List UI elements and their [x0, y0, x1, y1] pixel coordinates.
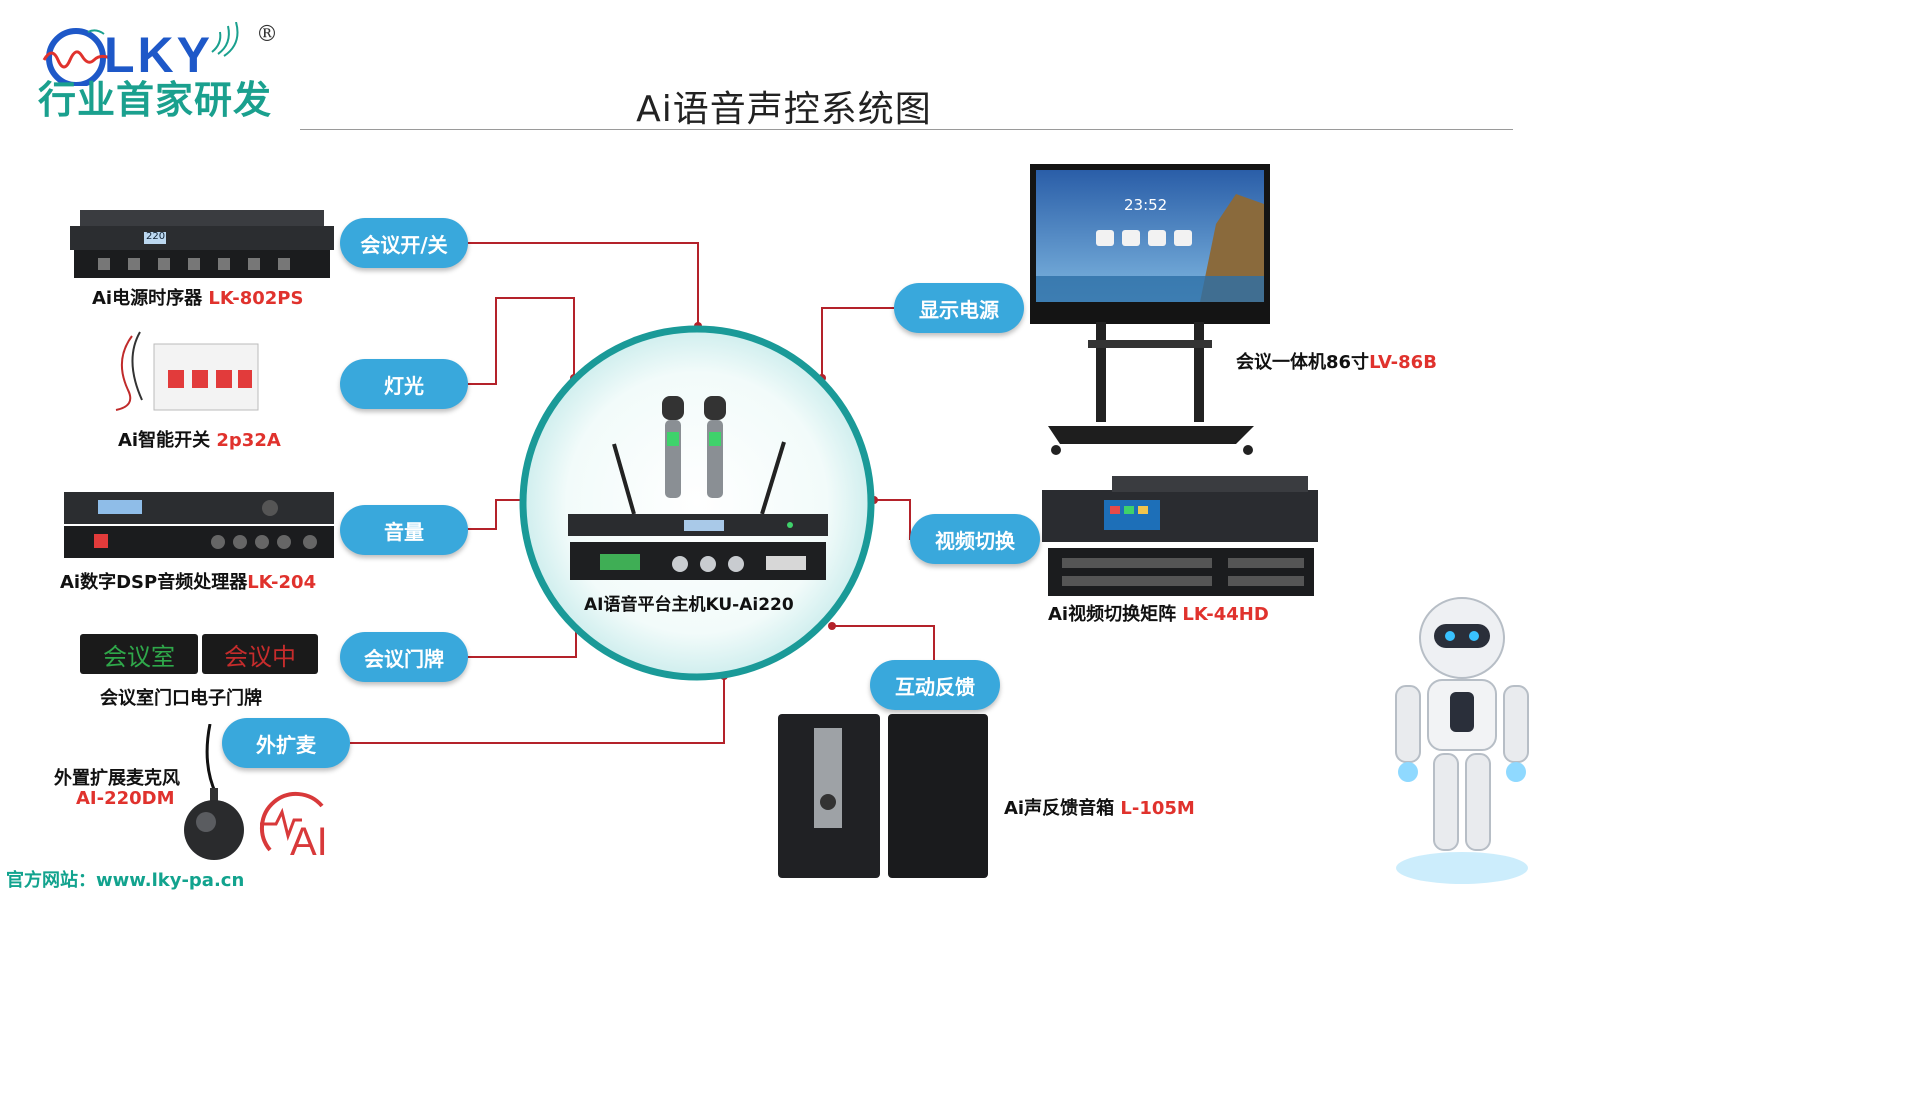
- matrix-image: [1042, 476, 1318, 596]
- door-sign-caption: 会议室门口电子门牌: [100, 688, 262, 709]
- display-image: [1030, 164, 1270, 455]
- ai-badge-text: AI: [290, 820, 328, 864]
- logo-mark: LKY: [104, 27, 213, 83]
- ai-badge-icon: [259, 791, 324, 852]
- ext-mic-caption: 外置扩展麦克风: [54, 768, 180, 789]
- microphone-icon: [612, 396, 786, 515]
- hub-ring: [519, 325, 875, 681]
- robot-illustration-icon: [1395, 597, 1529, 884]
- sequencer-display: 220: [146, 231, 166, 242]
- website-link[interactable]: 官方网站：www.lky-pa.cn: [6, 870, 245, 891]
- pill-lighting: 灯光: [340, 359, 468, 409]
- speaker-caption: Ai声反馈音箱 L-105M: [1004, 798, 1195, 819]
- registered-mark: ®: [256, 22, 278, 47]
- pill-video-switch: 视频切换: [910, 514, 1040, 564]
- page-title: Ai语音声控系统图: [636, 89, 932, 130]
- smart-switch-image: [115, 331, 259, 411]
- hub-label: AI语音平台主机KU-Ai220: [584, 595, 794, 615]
- ext-mic-model: AI-220DM: [76, 788, 175, 809]
- pill-power-switch: 会议开/关: [340, 218, 468, 268]
- title-divider: [300, 129, 1513, 130]
- pill-display-power: 显示电源: [894, 283, 1024, 333]
- door-sign-panel-red: 会议中: [202, 634, 318, 674]
- smart-switch-caption: Ai智能开关 2p32A: [118, 430, 281, 451]
- signal-arcs-icon: [211, 22, 239, 57]
- sequencer-caption: Ai电源时序器 LK-802PS: [92, 288, 304, 309]
- ext-mic-image: [184, 724, 244, 860]
- sequencer-image: [70, 210, 334, 278]
- dsp-image: [64, 492, 334, 558]
- host-unit-image: [568, 514, 828, 580]
- matrix-caption: Ai视频切换矩阵 LK-44HD: [1048, 604, 1269, 625]
- pill-feedback: 互动反馈: [870, 660, 1000, 710]
- display-clock: 23:52: [1124, 196, 1168, 214]
- connector-lines: [350, 242, 935, 744]
- pill-ext-mic: 外扩麦: [222, 718, 350, 768]
- speaker-image: [778, 714, 988, 878]
- lky-logo-wave-icon: [42, 28, 111, 86]
- pill-volume: 音量: [340, 505, 468, 555]
- pill-door-sign: 会议门牌: [340, 632, 468, 682]
- brand-slogan: 行业首家研发: [38, 78, 273, 122]
- display-caption: 会议一体机86寸LV-86B: [1236, 352, 1437, 373]
- dsp-caption: Ai数字DSP音频处理器LK-204: [60, 572, 317, 593]
- door-sign-panel-green: 会议室: [80, 634, 198, 674]
